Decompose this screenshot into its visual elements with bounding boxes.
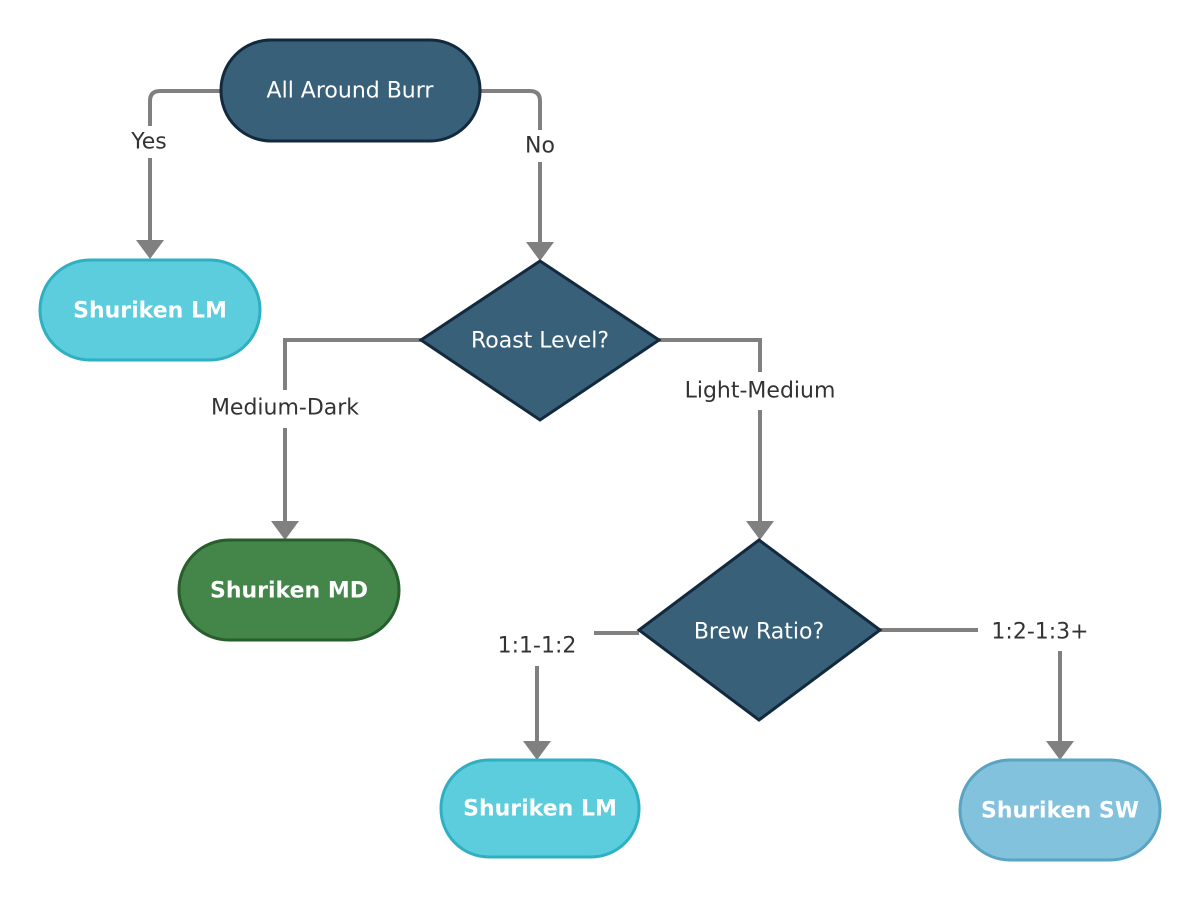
node-brew-ratio-label: Brew Ratio? bbox=[694, 620, 824, 645]
edge-label-ratio-high: 1:2-1:3+ bbox=[991, 620, 1088, 645]
node-shuriken-lm-bottom-label: Shuriken LM bbox=[463, 797, 617, 822]
node-shuriken-lm-top-label: Shuriken LM bbox=[73, 299, 227, 324]
node-roast-level[interactable]: Roast Level? bbox=[418, 259, 662, 422]
edge-label-light-medium: Light-Medium bbox=[685, 379, 836, 404]
edge-label-ratio-low: 1:1-1:2 bbox=[498, 634, 577, 659]
edge-light-medium-line bbox=[659, 338, 762, 521]
edge-ratio-low-arrowhead bbox=[523, 741, 551, 760]
node-shuriken-sw-shape bbox=[958, 758, 1162, 862]
edge-medium-dark: Medium-Dark bbox=[192, 338, 421, 540]
node-shuriken-md-label: Shuriken MD bbox=[210, 579, 368, 604]
edge-ratio-low: 1:1-1:2 bbox=[480, 628, 639, 760]
edge-light-medium-arrowhead bbox=[746, 521, 774, 540]
edge-medium-dark-arrowhead bbox=[271, 521, 299, 540]
edge-label-no: No bbox=[525, 134, 555, 159]
node-all-around-burr[interactable]: All Around Burr bbox=[219, 38, 482, 143]
node-shuriken-md[interactable]: Shuriken MD bbox=[177, 538, 401, 642]
edge-yes-line bbox=[148, 89, 221, 240]
node-roast-level-shape bbox=[418, 259, 662, 422]
node-all-around-burr-label: All Around Burr bbox=[267, 79, 435, 104]
edge-yes-arrowhead bbox=[136, 240, 164, 259]
edge-light-medium: Light-Medium bbox=[659, 338, 856, 540]
node-shuriken-sw[interactable]: Shuriken SW bbox=[958, 758, 1162, 862]
edge-label-yes: Yes bbox=[130, 130, 167, 155]
node-shuriken-md-shape bbox=[177, 538, 401, 642]
edge-ratio-high-arrowhead bbox=[1046, 741, 1074, 760]
node-shuriken-lm-bottom[interactable]: Shuriken LM bbox=[439, 758, 641, 859]
edge-no-arrowhead bbox=[526, 242, 554, 261]
node-brew-ratio-shape bbox=[636, 538, 883, 722]
edge-label-medium-dark: Medium-Dark bbox=[211, 396, 359, 421]
edge-no-line bbox=[480, 89, 542, 242]
node-shuriken-sw-label: Shuriken SW bbox=[981, 799, 1139, 824]
edge-medium-dark-line bbox=[283, 338, 421, 521]
node-all-around-burr-shape bbox=[219, 38, 482, 143]
node-shuriken-lm-top[interactable]: Shuriken LM bbox=[38, 258, 262, 362]
node-roast-level-label: Roast Level? bbox=[471, 329, 609, 354]
node-shuriken-lm-top-shape bbox=[38, 258, 262, 362]
edge-no: No bbox=[480, 89, 566, 261]
edge-yes: Yes bbox=[120, 89, 221, 259]
node-shuriken-lm-bottom-shape bbox=[439, 758, 641, 859]
edge-ratio-high: 1:2-1:3+ bbox=[880, 613, 1102, 760]
node-brew-ratio[interactable]: Brew Ratio? bbox=[636, 538, 883, 722]
